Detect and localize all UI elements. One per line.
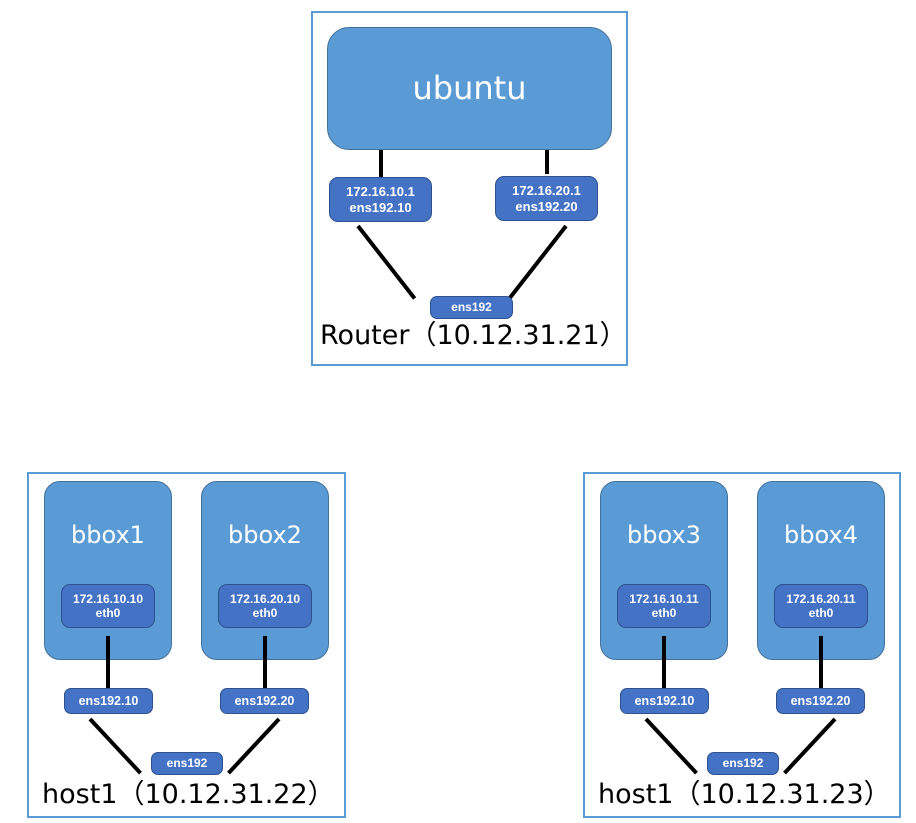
iface-router-ens192-10: 172.16.10.1 ens192.10 [329, 177, 432, 222]
wire-ubuntu-to-ens192-10 [379, 150, 383, 178]
wire-bbox2-eth0-to-ens192-20 [263, 636, 267, 692]
node-bbox4-title: bbox4 [784, 521, 858, 549]
iface-bbox3-eth0-dev: eth0 [651, 606, 677, 620]
iface-host22-ens192-dev: ens192 [166, 756, 208, 771]
panel-host22-caption: host1（10.12.31.22） [42, 779, 335, 810]
iface-router-ens192-20-dev: ens192.20 [515, 198, 578, 214]
panel-host23-caption: host1（10.12.31.23） [598, 779, 891, 810]
iface-host23-ens192: ens192 [707, 752, 779, 775]
iface-host22-ens192-10: ens192.10 [64, 688, 153, 714]
iface-bbox1-eth0: 172.16.10.10 eth0 [61, 584, 155, 628]
iface-router-ens192-10-ip: 172.16.10.1 [346, 184, 415, 200]
iface-host23-ens192-10: ens192.10 [620, 688, 709, 714]
iface-router-ens192-20: 172.16.20.1 ens192.20 [495, 176, 598, 221]
iface-bbox3-eth0: 172.16.10.11 eth0 [617, 584, 711, 628]
iface-host23-ens192-dev: ens192 [722, 756, 764, 771]
iface-router-ens192-dev: ens192 [451, 300, 492, 315]
wire-ubuntu-to-ens192-20 [545, 150, 549, 174]
iface-bbox3-eth0-ip: 172.16.10.11 [629, 591, 699, 606]
iface-host22-ens192: ens192 [151, 752, 223, 775]
iface-bbox4-eth0-ip: 172.16.20.11 [786, 591, 856, 606]
wire-bbox4-eth0-to-ens192-20 [819, 636, 823, 692]
iface-router-ens192-20-ip: 172.16.20.1 [512, 183, 581, 199]
node-bbox1: bbox1 [44, 481, 172, 660]
iface-router-ens192-10-dev: ens192.10 [349, 199, 412, 215]
wire-bbox3-eth0-to-ens192-10 [662, 636, 666, 692]
wire-bbox1-eth0-to-ens192-10 [106, 636, 110, 692]
iface-bbox1-eth0-ip: 172.16.10.10 [72, 591, 144, 606]
panel-router-caption: Router（10.12.31.21） [320, 320, 627, 351]
iface-host22-ens192-20-dev: ens192.20 [234, 693, 295, 708]
iface-host23-ens192-20-dev: ens192.20 [790, 693, 851, 708]
node-bbox1-title: bbox1 [71, 521, 145, 549]
node-bbox3-title: bbox3 [627, 521, 701, 549]
iface-host23-ens192-20: ens192.20 [776, 688, 865, 714]
node-bbox3: bbox3 [600, 481, 728, 660]
iface-router-ens192: ens192 [430, 296, 513, 319]
node-ubuntu-title: ubuntu [412, 69, 527, 107]
iface-bbox1-eth0-dev: eth0 [95, 606, 121, 620]
node-bbox2: bbox2 [201, 481, 329, 660]
node-bbox2-title: bbox2 [228, 521, 302, 549]
iface-bbox2-eth0-ip: 172.16.20.10 [229, 591, 301, 606]
node-ubuntu: ubuntu [327, 27, 612, 150]
iface-host23-ens192-10-dev: ens192.10 [634, 693, 695, 708]
iface-host22-ens192-10-dev: ens192.10 [78, 693, 139, 708]
iface-bbox4-eth0-dev: eth0 [808, 606, 834, 620]
node-bbox4: bbox4 [757, 481, 885, 660]
iface-bbox4-eth0: 172.16.20.11 eth0 [774, 584, 868, 628]
iface-bbox2-eth0-dev: eth0 [252, 606, 278, 620]
iface-host22-ens192-20: ens192.20 [220, 688, 309, 714]
iface-bbox2-eth0: 172.16.20.10 eth0 [218, 584, 312, 628]
